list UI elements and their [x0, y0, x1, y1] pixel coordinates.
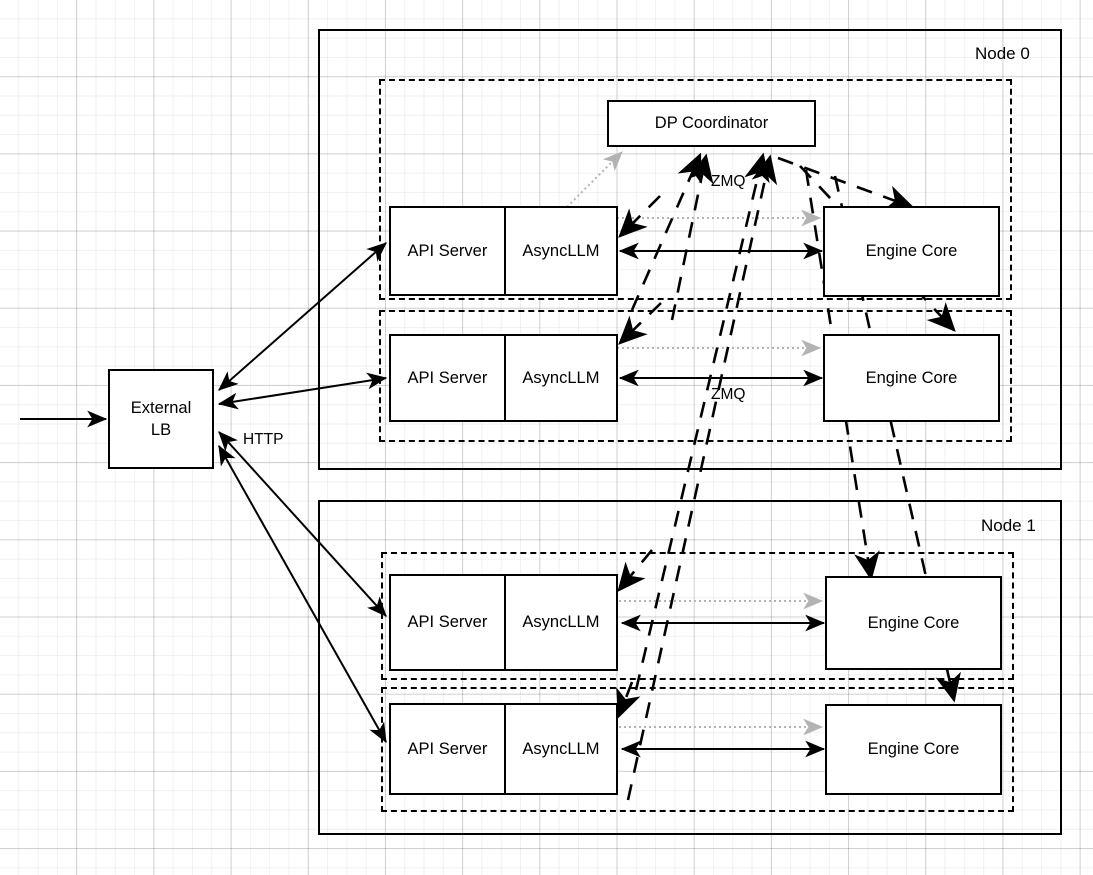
api-server-label: API Server: [407, 241, 488, 260]
asyncllm-label: AsyncLLM: [503, 705, 616, 793]
http-label: HTTP: [243, 431, 284, 448]
unit-api-async-node1-rank0[interactable]: API Server AsyncLLM: [389, 574, 618, 671]
external-lb-label-line2: LB: [150, 421, 172, 439]
asyncllm-label: AsyncLLM: [503, 336, 616, 420]
engine-core-node1-rank1[interactable]: Engine Core: [825, 704, 1002, 795]
engine-core-node0-rank1[interactable]: Engine Core: [823, 334, 1000, 422]
api-server-label: API Server: [407, 613, 488, 631]
engine-core-node1-rank0[interactable]: Engine Core: [825, 576, 1002, 670]
unit-api-async-node0-rank0[interactable]: API Server AsyncLLM: [389, 206, 618, 296]
zmq-label-middle: ZMQ: [711, 386, 746, 403]
node-1-label: Node 1: [981, 516, 1036, 535]
engine-core-node0-rank0[interactable]: Engine Core: [823, 206, 1000, 297]
unit-api-async-node1-rank1[interactable]: API Server AsyncLLM: [389, 703, 618, 795]
external-lb-box[interactable]: External LB: [108, 369, 214, 469]
dp-coordinator-box[interactable]: DP Coordinator: [607, 100, 816, 147]
external-lb-label-line1: External: [130, 398, 192, 417]
api-server-label: API Server: [407, 739, 488, 758]
asyncllm-label: AsyncLLM: [503, 208, 616, 294]
node-0-label: Node 0: [975, 44, 1030, 63]
asyncllm-label: AsyncLLM: [503, 576, 616, 669]
node-1-container: [318, 500, 1062, 835]
dp-group-node0-rank0: [379, 79, 1012, 300]
dp-group-node1-rank1: [381, 687, 1014, 812]
node-0-container: [318, 29, 1062, 470]
unit-api-async-node0-rank1[interactable]: API Server AsyncLLM: [389, 334, 618, 422]
dp-group-node0-rank1: [379, 310, 1012, 442]
zmq-label-top: ZMQ: [711, 173, 746, 190]
api-server-label: API Server: [407, 368, 488, 387]
dp-group-node1-rank0: [381, 552, 1014, 680]
